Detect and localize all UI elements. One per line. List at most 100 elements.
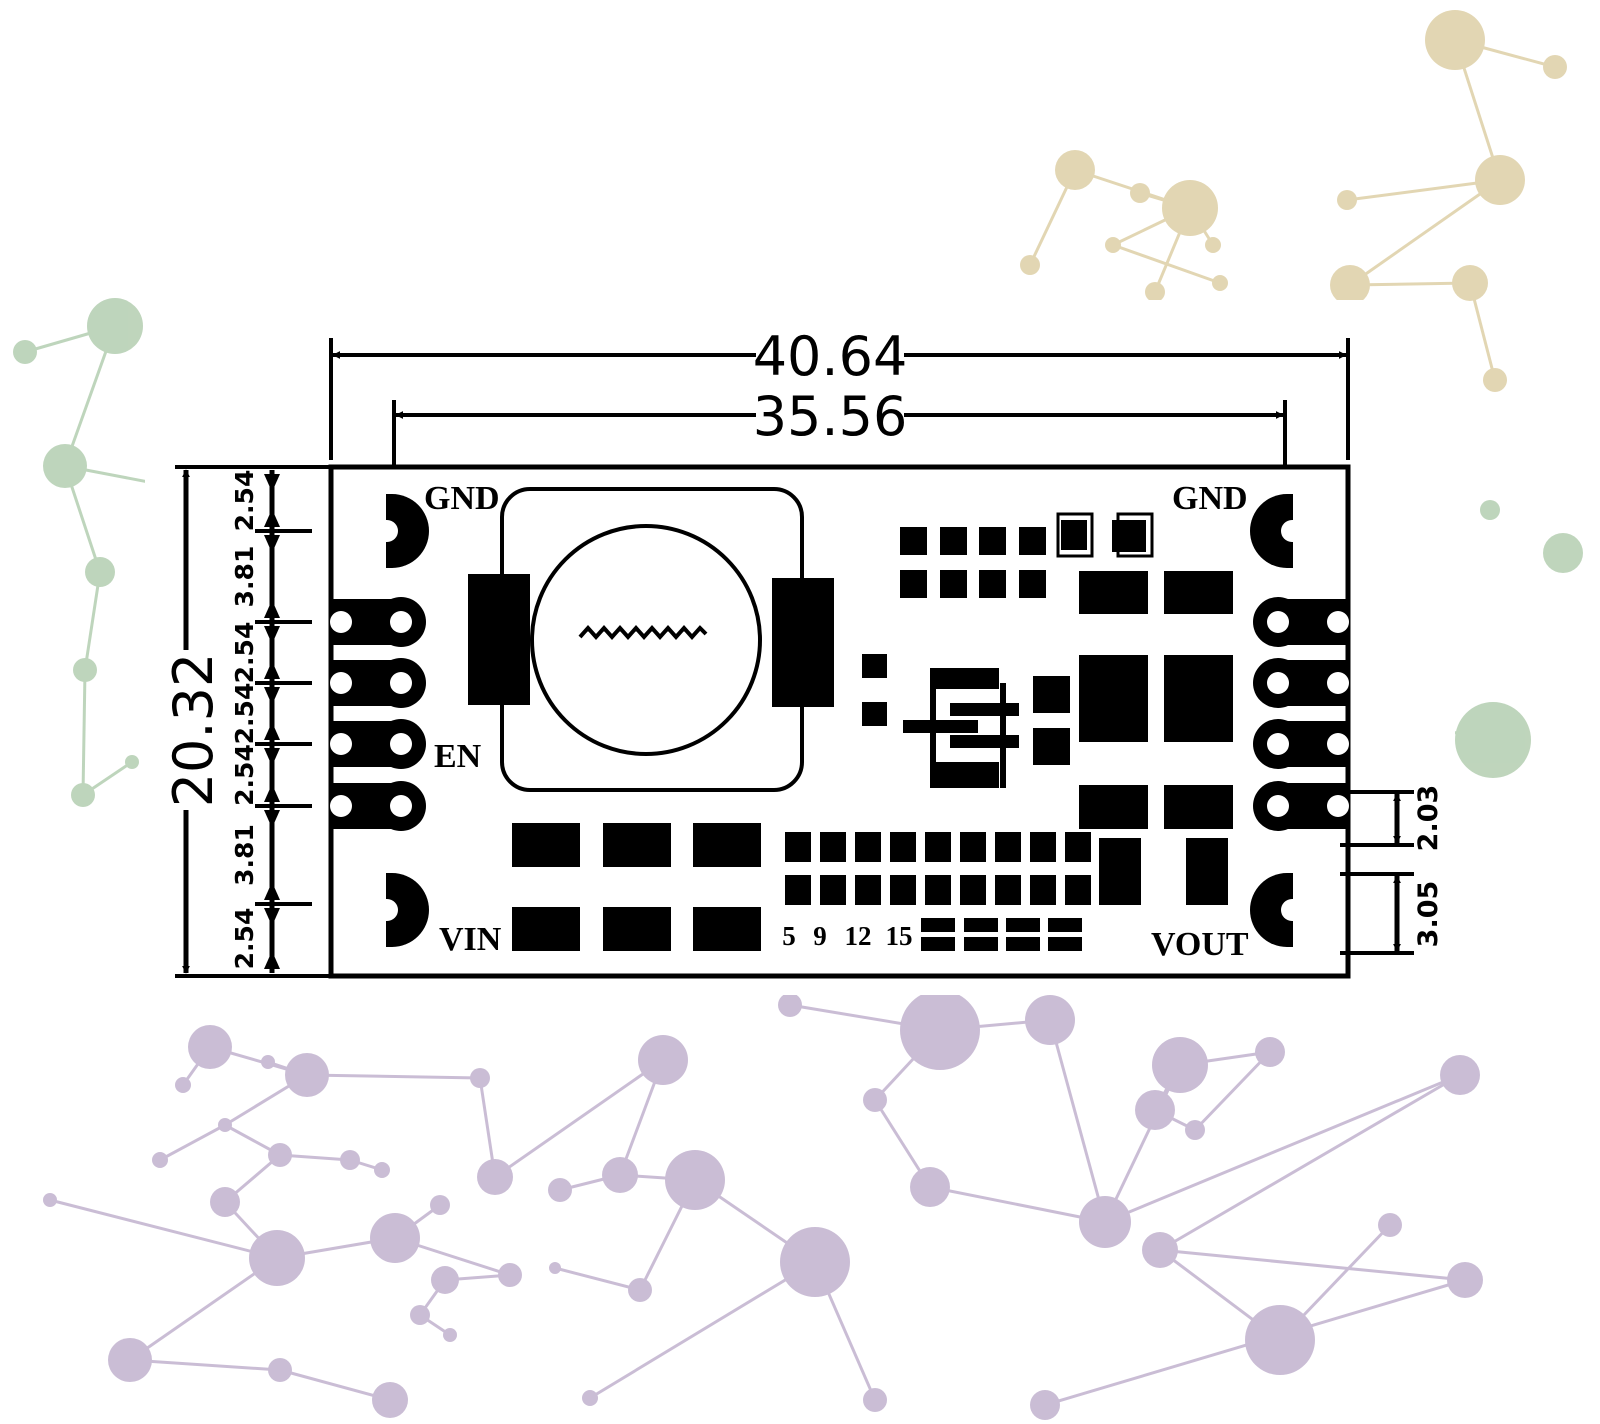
pitch-arrow [264, 951, 280, 969]
round-pad-hole [390, 733, 412, 755]
network-node [1130, 183, 1150, 203]
round-pad-hole [1267, 611, 1289, 633]
input-capacitor [693, 823, 761, 867]
diode-outline [1056, 512, 1094, 558]
network-node [863, 1388, 887, 1412]
network-node [152, 1152, 168, 1168]
network-link [1346, 178, 1501, 202]
network-link [929, 1185, 1106, 1224]
network-node [1245, 1305, 1315, 1375]
network-node [1337, 190, 1357, 210]
gnd-pad [386, 494, 429, 568]
network-node [73, 658, 97, 682]
edge-hole [330, 611, 352, 633]
small-pad [1033, 676, 1070, 713]
label-vin: VIN [439, 921, 502, 958]
network-node [1378, 1213, 1402, 1237]
network-node [1452, 265, 1488, 301]
diode-body [1061, 520, 1087, 550]
network-node [268, 1358, 292, 1382]
network-node [1455, 702, 1531, 778]
gnd-pad [386, 873, 429, 947]
voltage-select-pad [1006, 937, 1040, 951]
edge-hole [330, 672, 352, 694]
network-node [1475, 155, 1525, 205]
small-pad [1019, 527, 1046, 555]
voltage-option-5: 5 [782, 921, 796, 951]
network-link [1048, 1019, 1107, 1223]
resistor-pad [1030, 832, 1056, 862]
voltage-select-pad [964, 918, 998, 932]
dimension-overall-width: 40.64 [329, 325, 1350, 460]
voltage-option-15: 15 [886, 921, 913, 951]
input-capacitor [693, 907, 761, 951]
network-node [498, 1263, 522, 1287]
network-node [43, 444, 87, 488]
right-pitch-b: 3.05 [1413, 881, 1444, 948]
network-node [285, 1053, 329, 1097]
network-node [1105, 237, 1121, 253]
network-node [210, 1187, 240, 1217]
network-node [268, 1143, 292, 1167]
small-pad [1019, 570, 1046, 598]
gnd-pad-hole [366, 520, 398, 542]
pitch-arrow [264, 535, 280, 553]
voltage-select-pad [1006, 918, 1040, 932]
gnd-pad-hole [366, 899, 398, 921]
output-capacitor [1164, 785, 1233, 829]
dimension-left-pitch-chain: 2.543.812.542.542.543.812.54 [230, 470, 312, 973]
resistor-pad [960, 832, 986, 862]
output-capacitor [1079, 655, 1148, 742]
pitch-arrow [264, 908, 280, 926]
voltage-option-9: 9 [813, 921, 827, 951]
network-node [71, 783, 95, 807]
network-node [85, 557, 115, 587]
network-node [778, 993, 802, 1017]
network-node [665, 1150, 725, 1210]
network-node [431, 1266, 459, 1294]
network-node [1162, 180, 1218, 236]
resistor-pad [925, 875, 951, 905]
resistor-pad [995, 875, 1021, 905]
voltage-option-12: 12 [845, 921, 872, 951]
small-pad [900, 570, 927, 598]
voltage-select-pad [921, 937, 955, 951]
output-capacitor [1186, 838, 1228, 905]
resistor-pad [820, 875, 846, 905]
edge-hole [1327, 672, 1349, 694]
network-node [477, 1159, 513, 1195]
resistor-pad [785, 832, 811, 862]
network-node [410, 1305, 430, 1325]
network-link [1193, 1050, 1272, 1132]
gnd-pad [1250, 873, 1293, 947]
component-array [512, 512, 1233, 951]
small-pad [1033, 728, 1070, 765]
input-capacitor [603, 823, 671, 867]
ic-lead [1000, 683, 1006, 788]
left-pitch-value: 2.54 [230, 744, 259, 806]
pitch-arrow [264, 600, 280, 618]
overall-height-value: 20.32 [162, 653, 225, 808]
network-node [188, 1025, 232, 1069]
network-node [1483, 368, 1507, 392]
left-pitch-value: 2.54 [230, 683, 259, 745]
round-pad-hole [1267, 795, 1289, 817]
network-link [83, 571, 102, 671]
round-pad-hole [390, 672, 412, 694]
pitch-arrow [264, 784, 280, 802]
pitch-arrow [264, 810, 280, 828]
network-node [370, 1213, 420, 1263]
pin-row [330, 494, 1349, 947]
dimension-pin-span: 35.56 [392, 385, 1287, 595]
input-capacitor [512, 907, 580, 951]
network-link [81, 669, 87, 796]
network-link [49, 1198, 278, 1260]
network-node [780, 1227, 850, 1297]
gnd-pad-hole [1281, 520, 1313, 542]
network-node [1055, 150, 1095, 190]
network-link [554, 1266, 641, 1292]
network-node [218, 1118, 232, 1132]
label-en: EN [434, 738, 482, 775]
network-link [1159, 1073, 1461, 1252]
output-capacitor [1079, 571, 1148, 614]
